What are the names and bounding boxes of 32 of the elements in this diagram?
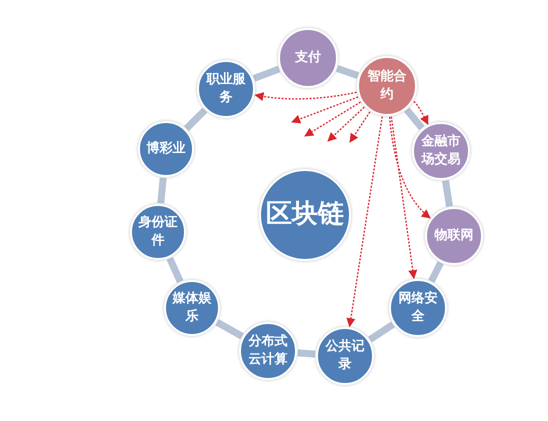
circle-node: 智能合约 — [357, 56, 417, 116]
connector-bar — [298, 349, 316, 358]
arrow — [388, 116, 431, 218]
connector-bar — [184, 108, 208, 131]
circle-node: 公共记录 — [316, 327, 374, 385]
connector-bar — [368, 322, 395, 342]
arrow — [304, 102, 361, 137]
arrow — [346, 116, 383, 328]
arrow — [390, 116, 418, 280]
connector-bar — [252, 66, 280, 82]
circle-node: 区块链 — [259, 169, 351, 261]
circle-node: 博彩业 — [138, 121, 194, 177]
circle-node: 身份证件 — [130, 204, 186, 260]
arrow — [349, 112, 370, 143]
connector-bar — [336, 65, 359, 79]
circle-node: 金融市场交易 — [412, 122, 470, 180]
circle-node: 网络安全 — [389, 279, 447, 337]
circle-node: 媒体娱乐 — [164, 280, 220, 336]
circle-node: 分布式云计算 — [239, 322, 297, 380]
arrow — [254, 92, 357, 101]
connector-bar — [428, 261, 444, 283]
arrow — [413, 101, 428, 125]
connector-bar — [442, 180, 453, 207]
connector-bar — [157, 178, 167, 204]
circle-node: 职业服务 — [197, 60, 255, 118]
connector-bar — [215, 319, 244, 340]
connector-bar — [404, 108, 424, 130]
arrow — [291, 96, 358, 124]
circle-node: 物联网 — [425, 207, 483, 265]
arrow — [327, 106, 365, 142]
connector-bar — [166, 257, 184, 283]
circle-node: 支付 — [278, 28, 338, 88]
